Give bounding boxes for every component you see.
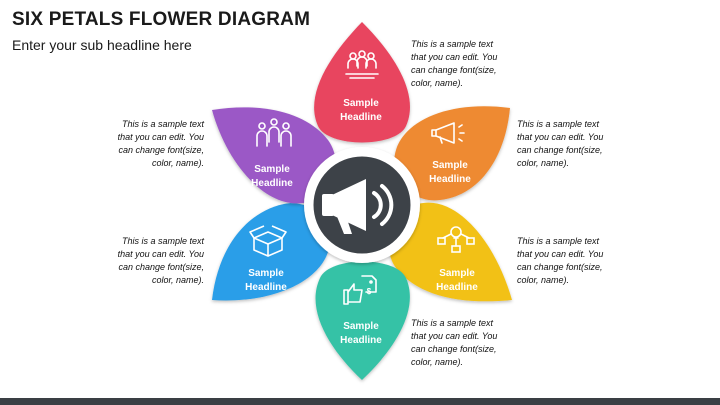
megaphone-icon — [322, 179, 394, 234]
petal-lower-right-label-line2: Headline — [436, 282, 478, 293]
petal-upper-left-label-line2: Headline — [251, 178, 293, 189]
petal-lower-right-label-line1: Sample — [439, 268, 475, 279]
note-upper-right: This is a sample text that you can edit.… — [517, 119, 604, 168]
note-lower-left: This is a sample text that you can edit.… — [117, 236, 204, 285]
petal-upper-right-label-line1: Sample — [432, 160, 468, 171]
svg-text:$: $ — [367, 287, 372, 296]
group-of-people-icon — [345, 50, 379, 79]
petal-bottom-label-line2: Headline — [340, 335, 382, 346]
idea-network-icon — [437, 226, 475, 253]
megaphone-small-icon — [431, 122, 465, 144]
petal-top[interactable]: Sample Headline — [314, 22, 410, 143]
note-lower-right: This is a sample text that you can edit.… — [517, 236, 604, 285]
petal-upper-right-label-line2: Headline — [429, 174, 471, 185]
petal-bottom-label-line1: Sample — [343, 321, 379, 332]
petal-bottom[interactable]: $ Sample Headline — [315, 261, 410, 381]
petal-lower-left-label-line1: Sample — [248, 268, 284, 279]
note-bottom: This is a sample text that you can edit.… — [411, 318, 498, 367]
petal-top-label-line2: Headline — [340, 112, 382, 123]
petal-upper-left-label-line1: Sample — [254, 164, 290, 175]
note-upper-left: This is a sample text that you can edit.… — [117, 119, 204, 168]
page-title: SIX PETALS FLOWER DIAGRAM — [12, 9, 311, 30]
open-box-icon — [249, 225, 287, 257]
petal-top-label-line1: Sample — [343, 98, 379, 109]
footer-bar — [0, 398, 720, 405]
petal-upper-right[interactable]: Sample Headline — [394, 106, 510, 201]
center-hub[interactable] — [304, 147, 420, 263]
page-subtitle: Enter your sub headline here — [12, 37, 192, 53]
team-icon — [256, 118, 292, 147]
petal-lower-left[interactable]: Sample Headline — [212, 203, 330, 301]
petal-lower-left-label-line2: Headline — [245, 282, 287, 293]
note-top: This is a sample text that you can edit.… — [411, 39, 498, 88]
thumbs-up-price-icon: $ — [343, 275, 377, 305]
petal-lower-right[interactable]: Sample Headline — [388, 202, 512, 302]
petal-upper-left[interactable]: Sample Headline — [212, 107, 336, 204]
